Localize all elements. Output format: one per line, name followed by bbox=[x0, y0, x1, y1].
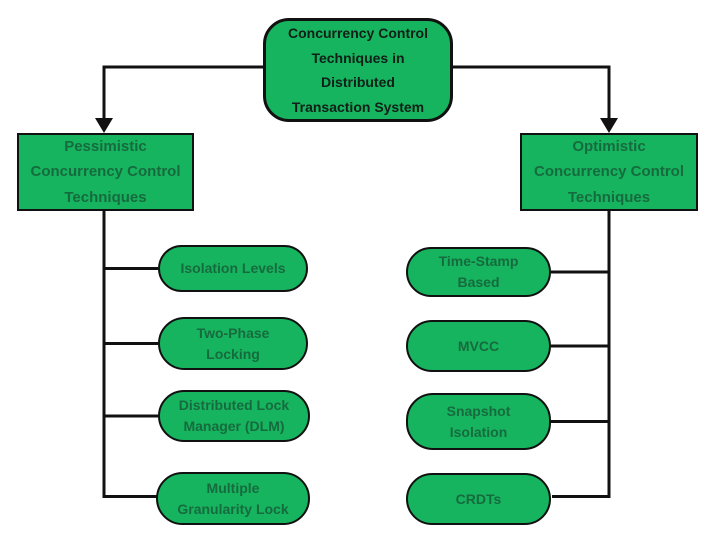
node-leaf-distributed-lock-manager: Distributed Lock Manager (DLM) bbox=[158, 390, 310, 442]
node-leaf-isolation-levels-label: Isolation Levels bbox=[180, 260, 286, 276]
node-branch-optimistic: Optimistic Concurrency Control Technique… bbox=[520, 133, 698, 211]
edge-root-to-optimistic bbox=[453, 65, 611, 120]
trunk-optimistic bbox=[552, 211, 611, 498]
node-root: Concurrency Control Techniques in Distri… bbox=[263, 18, 453, 122]
node-branch-optimistic-label: Optimistic Concurrency Control Technique… bbox=[533, 137, 684, 206]
node-leaf-isolation-levels: Isolation Levels bbox=[158, 245, 308, 292]
node-branch-pessimistic: Pessimistic Concurrency Control Techniqu… bbox=[17, 133, 194, 211]
node-branch-pessimistic-label: Pessimistic Concurrency Control Techniqu… bbox=[30, 137, 181, 206]
arrowhead-down-optimistic bbox=[600, 118, 618, 133]
node-leaf-snapshot-isolation-label: Snapshot Isolation bbox=[446, 402, 511, 440]
node-root-label: Concurrency Control Techniques in Distri… bbox=[287, 25, 428, 115]
node-leaf-two-phase-locking-label: Two-Phase Locking bbox=[196, 324, 270, 362]
edge-root-to-pessimistic bbox=[102, 65, 263, 120]
node-leaf-mvcc-label: MVCC bbox=[457, 337, 500, 354]
node-leaf-multiple-granularity-lock-label: Multiple Granularity Lock bbox=[177, 479, 289, 517]
node-leaf-multiple-granularity-lock: Multiple Granularity Lock bbox=[156, 472, 310, 525]
node-leaf-time-stamp-based: Time-Stamp Based bbox=[406, 247, 551, 297]
node-leaf-crdts: CRDTs bbox=[406, 473, 551, 525]
node-leaf-crdts-label: CRDTs bbox=[455, 490, 502, 507]
trunk-pessimistic bbox=[102, 211, 157, 498]
node-leaf-snapshot-isolation: Snapshot Isolation bbox=[406, 393, 551, 450]
node-leaf-mvcc: MVCC bbox=[406, 320, 551, 372]
node-leaf-two-phase-locking: Two-Phase Locking bbox=[158, 317, 308, 370]
arrowhead-down-pessimistic bbox=[95, 118, 113, 133]
node-leaf-time-stamp-based-label: Time-Stamp Based bbox=[438, 253, 519, 290]
node-leaf-distributed-lock-manager-label: Distributed Lock Manager (DLM) bbox=[178, 397, 290, 434]
